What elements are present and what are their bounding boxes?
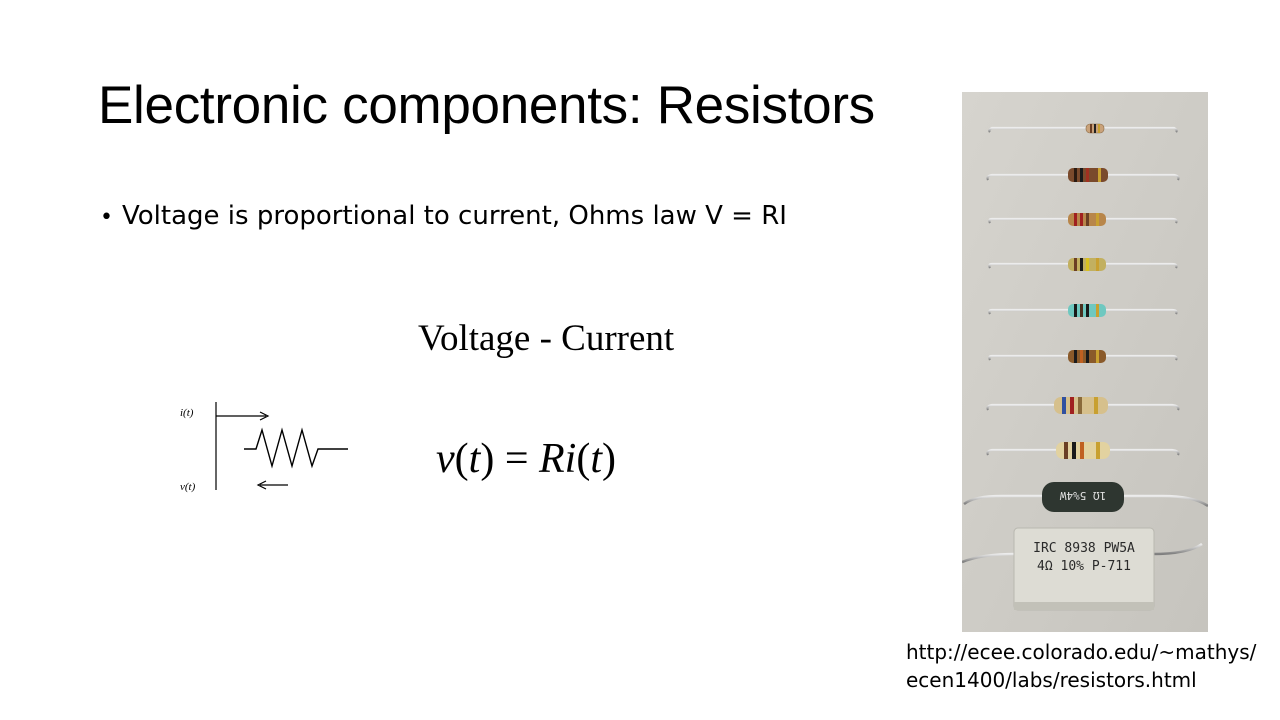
- current-label: i(t): [180, 407, 194, 419]
- credit-line-2: ecen1400/labs/resistors.html: [906, 668, 1197, 692]
- resistors-photo: 1Ω 5%4W IRC 8938 PW5A 4Ω 10% P-711: [962, 92, 1208, 632]
- eq-arg1: t: [469, 436, 482, 482]
- resistor-marking-2-line2: 4Ω 10% P-711: [1037, 559, 1131, 574]
- eq-coef: R: [538, 436, 565, 482]
- resistor-7: [986, 397, 1180, 414]
- bullet-item: • Voltage is proportional to current, Oh…: [100, 196, 787, 238]
- bullet-list: • Voltage is proportional to current, Oh…: [100, 196, 787, 238]
- resistor-marking-1: 1Ω 5%4W: [1059, 489, 1106, 502]
- eq-space: [529, 436, 540, 482]
- resistor-5: [988, 304, 1178, 317]
- image-credit: http://ecee.colorado.edu/~mathys/ ecen14…: [906, 638, 1266, 694]
- credit-line-1: http://ecee.colorado.edu/~mathys/: [906, 640, 1257, 664]
- current-arrow-head-icon: [259, 411, 270, 421]
- resistor-circuit-diagram: i(t) v(t): [180, 402, 348, 493]
- resistor-4: [988, 258, 1178, 271]
- ceramic-resistor: IRC 8938 PW5A 4Ω 10% P-711: [962, 527, 1203, 611]
- resistor-8: [986, 442, 1180, 459]
- eq-rhs-fn: i: [565, 436, 577, 482]
- eq-paren: ): [480, 436, 505, 482]
- resistor-2: [986, 168, 1180, 182]
- voltage-arrow-head-icon: [256, 480, 267, 490]
- resistor-symbol-icon: [244, 427, 348, 469]
- equation-text: v(t) = Ri(t): [436, 436, 616, 482]
- eq-paren: (: [576, 436, 590, 482]
- eq-lhs-fn: v: [436, 436, 455, 482]
- voltage-current-label: Voltage - Current: [418, 318, 675, 359]
- ohms-law-equation: v(t) = Ri(t): [436, 436, 616, 482]
- eq-arg2: t: [590, 436, 603, 482]
- wirewound-resistor-1: 1Ω 5%4W: [963, 482, 1208, 512]
- resistor-marking-2-line1: IRC 8938 PW5A: [1033, 541, 1135, 556]
- eq-equals: =: [505, 436, 529, 482]
- bullet-text: Voltage is proportional to current, Ohms…: [122, 201, 787, 231]
- bullet-dot-icon: •: [100, 205, 113, 230]
- resistor-1: [988, 123, 1178, 134]
- voltage-label: v(t): [180, 481, 196, 493]
- resistor-3: [988, 213, 1178, 226]
- eq-paren: ): [602, 436, 616, 482]
- slide-title: Electronic components: Resistors: [98, 76, 875, 135]
- eq-paren: (: [455, 436, 469, 482]
- resistor-6: [988, 350, 1178, 363]
